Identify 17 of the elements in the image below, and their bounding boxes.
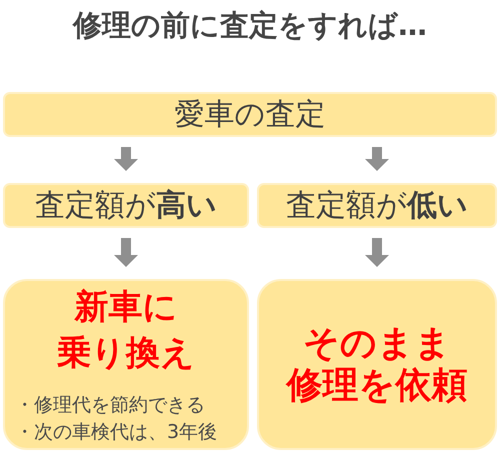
condition-box — [3, 183, 249, 228]
condition-box — [257, 183, 497, 228]
outcome-card — [3, 279, 249, 450]
arrow — [114, 238, 138, 267]
card-heading: そのまま修理を依頼 — [284, 322, 468, 406]
box-label: 査定額が低い — [286, 186, 468, 224]
bullet-item: ・修理代を節約できる — [15, 393, 205, 418]
bullet-item: ・次の車検代は、3年後 — [15, 420, 218, 445]
box-label: 愛車の査定 — [174, 96, 326, 134]
box-label: 査定額が高い — [35, 186, 217, 224]
header-box — [3, 92, 497, 137]
arrow — [365, 147, 389, 171]
title: 修理の前に査定をすれば… — [73, 7, 427, 43]
arrow — [114, 147, 138, 171]
arrow — [365, 238, 389, 267]
card-heading: 新車に乗り換え — [56, 286, 196, 375]
outcome-card — [257, 279, 497, 450]
